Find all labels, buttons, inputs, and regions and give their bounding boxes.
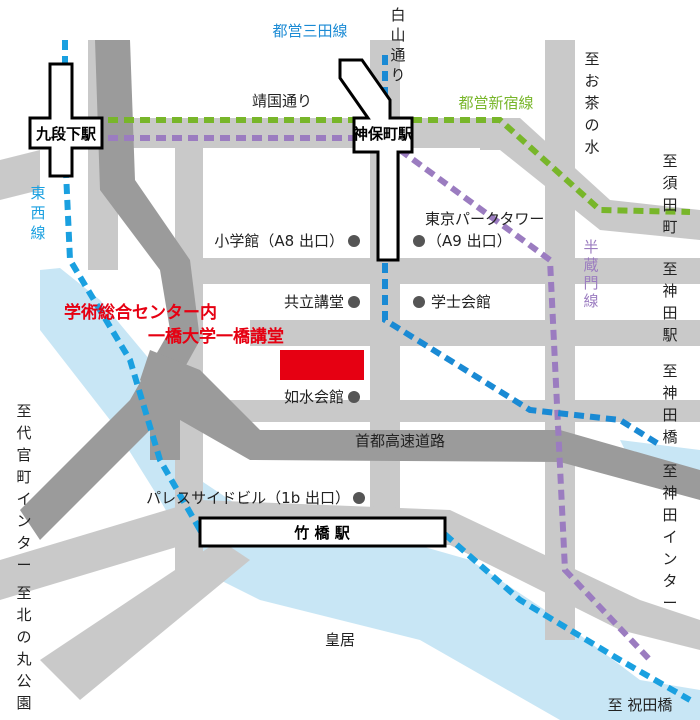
hanzomon-line bbox=[398, 147, 653, 663]
dir-sudacho-3: 田 bbox=[662, 196, 677, 214]
road-south bbox=[0, 500, 700, 650]
label-josui: 如水会館 bbox=[284, 388, 344, 406]
label-tokyo-park-tower: 東京パークタワー bbox=[425, 210, 544, 228]
tozai-line bbox=[62, 40, 692, 703]
dir-kitanomaru-3: の bbox=[16, 628, 31, 646]
station-takebashi: 竹 橋 駅 bbox=[198, 516, 447, 548]
dir-kanda-station-1: 至 bbox=[662, 260, 677, 278]
label-hakusan-1: 白 bbox=[390, 6, 405, 24]
dir-ochanomizu-4: の bbox=[584, 116, 599, 134]
dir-daikancho-2: 代 bbox=[16, 424, 31, 442]
expressway bbox=[20, 40, 700, 540]
label-shuto: 首都高速道路 bbox=[355, 432, 445, 450]
label-hanzomon-2: 蔵 bbox=[583, 256, 598, 274]
dir-daikancho-1: 至 bbox=[16, 402, 31, 420]
rail-lines bbox=[60, 40, 692, 703]
dot-a9 bbox=[413, 235, 425, 247]
dir-kanda-ic-4: イ bbox=[662, 528, 677, 546]
venue-line-1: 学術総合センター内 bbox=[64, 302, 217, 323]
dir-kanda-ic-2: 神 bbox=[662, 484, 677, 502]
dir-kanda-ic-5: ン bbox=[662, 550, 677, 568]
label-palaceside: パレスサイドビル（1b 出口） bbox=[146, 489, 350, 507]
direction-labels: 至 お 茶 の 水 至 須 田 町 至 神 田 駅 至 神 田 橋 至 神 田 … bbox=[16, 50, 677, 714]
venue-labels: 学術総合センター内 一橋大学一橋講堂 bbox=[64, 302, 284, 347]
expressway-main bbox=[140, 350, 700, 500]
dir-kanda-ic-6: タ bbox=[662, 572, 677, 590]
road-horizontal-2 bbox=[250, 320, 700, 346]
label-hakusan-4: り bbox=[390, 66, 405, 84]
label-hanzomon-4: 線 bbox=[583, 292, 598, 310]
road-northwest bbox=[0, 150, 40, 200]
dir-sudacho-1: 至 bbox=[662, 152, 677, 170]
landmark-labels: 小学館（A8 出口） 東京パークタワー （A9 出口） 共立講堂 学士会館 如水… bbox=[146, 210, 544, 649]
label-hanzomon-1: 半 bbox=[583, 238, 598, 256]
label-hakusan-3: 通 bbox=[390, 46, 405, 64]
dir-kitanomaru-6: 園 bbox=[16, 694, 31, 712]
dot-shogakukan bbox=[348, 235, 360, 247]
venue-line-2: 一橋大学一橋講堂 bbox=[148, 326, 284, 347]
label-tozai-1: 東 bbox=[30, 184, 45, 202]
label-toei-mita: 都営三田線 bbox=[272, 22, 347, 40]
dir-kitanomaru-5: 公 bbox=[16, 672, 31, 690]
dir-daikancho-5: イ bbox=[16, 490, 31, 508]
label-a9-exit: （A9 出口） bbox=[427, 232, 512, 250]
dir-kitanomaru-2: 北 bbox=[16, 606, 31, 624]
dir-kanda-ic-7: ー bbox=[662, 594, 677, 612]
dir-kandabashi-3: 田 bbox=[662, 406, 677, 424]
label-gakushi: 学士会館 bbox=[431, 293, 491, 311]
label-shogakukan: 小学館（A8 出口） bbox=[214, 232, 344, 250]
dir-kitanomaru-4: 丸 bbox=[16, 650, 31, 668]
takebashi-label: 竹 橋 駅 bbox=[293, 524, 350, 542]
dir-kandabashi-1: 至 bbox=[662, 362, 677, 380]
venue-marker bbox=[280, 350, 364, 380]
road-horizontal-1 bbox=[180, 258, 700, 284]
road-labels: 靖国通り 白 山 通 り 首都高速道路 bbox=[252, 6, 445, 450]
line-labels: 都営三田線 都営新宿線 東 西 線 半 蔵 門 線 bbox=[30, 22, 598, 310]
jimbocho-label: 神保町駅 bbox=[353, 125, 414, 143]
dir-iwaidabashi: 至 祝田橋 bbox=[608, 696, 673, 714]
landmark-dots bbox=[348, 235, 425, 504]
label-kokyo: 皇居 bbox=[325, 631, 355, 649]
label-hakusan-2: 山 bbox=[390, 26, 405, 44]
dir-kanda-ic-1: 至 bbox=[662, 462, 677, 480]
label-hanzomon-3: 門 bbox=[583, 274, 598, 292]
station-jimbocho: 神保町駅 bbox=[338, 58, 414, 262]
dir-ochanomizu-1: 至 bbox=[584, 50, 599, 68]
dot-josui bbox=[348, 391, 360, 403]
station-kudanshita: 九段下駅 bbox=[28, 62, 104, 178]
label-kyoritsu: 共立講堂 bbox=[284, 293, 344, 311]
label-toei-shinjuku: 都営新宿線 bbox=[458, 94, 533, 112]
dir-ochanomizu-5: 水 bbox=[584, 138, 599, 156]
label-yasukuni: 靖国通り bbox=[252, 92, 312, 110]
dir-kitanomaru-1: 至 bbox=[16, 584, 31, 602]
dir-kanda-station-3: 田 bbox=[662, 304, 677, 322]
dir-kandabashi-2: 神 bbox=[662, 384, 677, 402]
dot-gakushi bbox=[413, 296, 425, 308]
dir-kandabashi-4: 橋 bbox=[662, 428, 677, 446]
dir-kanda-station-2: 神 bbox=[662, 282, 677, 300]
dir-daikancho-4: 町 bbox=[16, 468, 31, 486]
expressway-spur bbox=[150, 380, 180, 460]
dir-daikancho-6: ン bbox=[16, 512, 31, 530]
dir-daikancho-8: ー bbox=[16, 556, 31, 574]
dir-sudacho-4: 町 bbox=[662, 218, 677, 236]
dir-kanda-station-4: 駅 bbox=[662, 326, 677, 344]
dir-ochanomizu-3: 茶 bbox=[584, 94, 599, 112]
toei-mita-line bbox=[382, 55, 662, 448]
dir-ochanomizu-2: お bbox=[584, 72, 599, 90]
dir-kanda-ic-3: 田 bbox=[662, 506, 677, 524]
dir-daikancho-7: タ bbox=[16, 534, 31, 552]
label-tozai-3: 線 bbox=[30, 224, 45, 242]
label-tozai-2: 西 bbox=[30, 204, 45, 222]
dot-palaceside bbox=[353, 492, 365, 504]
dot-kyoritsu bbox=[348, 296, 360, 308]
dir-sudacho-2: 須 bbox=[662, 174, 677, 192]
dir-daikancho-3: 官 bbox=[16, 446, 31, 464]
road-southwest bbox=[40, 540, 250, 700]
kudanshita-label: 九段下駅 bbox=[35, 125, 97, 143]
